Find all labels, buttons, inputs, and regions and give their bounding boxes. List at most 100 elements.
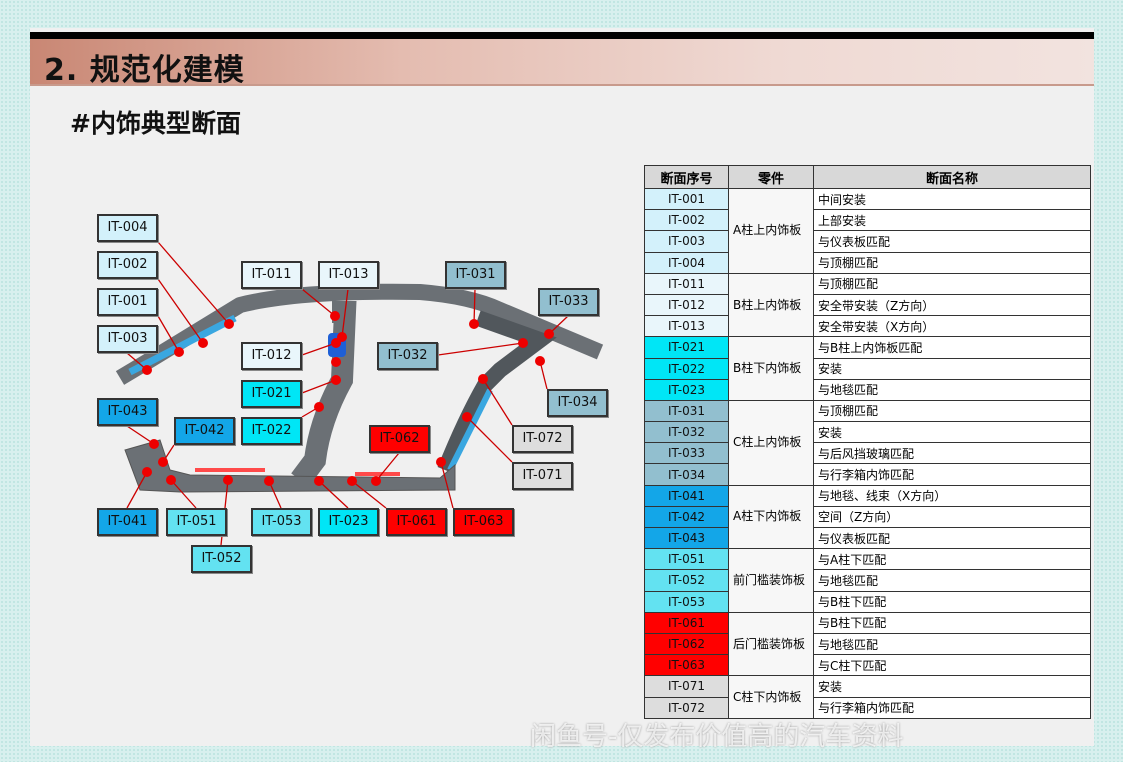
- section-name-cell: 与地毯匹配: [813, 378, 1091, 401]
- section-label-it-004: IT-004: [97, 214, 158, 242]
- section-name-cell: 与顶棚匹配: [813, 251, 1091, 274]
- part-cell: B柱下内饰板: [728, 336, 814, 401]
- section-name-cell: 空间（Z方向）: [813, 505, 1091, 529]
- section-id-cell: IT-001: [644, 187, 729, 211]
- section-id-cell: IT-011: [644, 272, 729, 295]
- part-cell: B柱上内饰板: [728, 272, 814, 338]
- leader-line: [482, 378, 513, 426]
- section-label-it-013: IT-013: [318, 261, 379, 289]
- section-marker-dot: [158, 457, 168, 467]
- title-banner: 2. 规范化建模: [30, 39, 1094, 88]
- section-marker-dot: [347, 476, 357, 486]
- leader-line: [126, 425, 155, 445]
- leader-line: [170, 479, 197, 509]
- section-label-it-033: IT-033: [538, 288, 599, 316]
- section-name-cell: 与仪表板匹配: [813, 230, 1091, 253]
- section-name-cell: 与仪表板匹配: [813, 526, 1091, 550]
- section-name-cell: 与C柱下匹配: [813, 654, 1091, 677]
- section-label-it-021: IT-021: [241, 380, 302, 408]
- leader-line: [318, 480, 349, 509]
- column-header: 断面序号: [644, 165, 729, 189]
- section-marker-dot: [518, 338, 528, 348]
- page-title: 2. 规范化建模: [44, 53, 245, 88]
- table-row: IT-032 安装: [644, 421, 1091, 444]
- c-pillar-lower-highlight: [447, 388, 493, 472]
- section-label-it-043: IT-043: [97, 398, 158, 426]
- section-marker-dot: [314, 476, 324, 486]
- section-label-it-061: IT-061: [386, 508, 447, 536]
- section-label-it-041: IT-041: [97, 508, 158, 536]
- section-id-cell: IT-051: [644, 548, 729, 571]
- leader-line: [157, 278, 204, 344]
- section-marker-dot: [478, 374, 488, 384]
- leader-line: [301, 342, 337, 356]
- leader-line: [440, 461, 454, 509]
- part-cell: C柱上内饰板: [728, 399, 814, 486]
- section-marker-dot: [330, 311, 340, 321]
- section-id-cell: IT-043: [644, 526, 729, 550]
- section-name-cell: 与行李箱内饰匹配: [813, 463, 1091, 486]
- leader-line: [375, 452, 400, 482]
- section-name-cell: 安装: [813, 421, 1091, 444]
- leader-line: [157, 241, 230, 325]
- part-cell: C柱下内饰板: [728, 675, 814, 719]
- section-label-it-062: IT-062: [369, 425, 430, 453]
- section-name-cell: 上部安装: [813, 209, 1091, 232]
- leader-line: [301, 379, 337, 394]
- section-marker-dot: [331, 357, 341, 367]
- section-marker-dot: [224, 319, 234, 329]
- section-marker-dot: [149, 439, 159, 449]
- table-row: IT-042 空间（Z方向）: [644, 505, 1091, 529]
- section-id-cell: IT-004: [644, 251, 729, 274]
- section-label-it-022: IT-022: [241, 417, 302, 445]
- section-subtitle: #内饰典型断面: [70, 109, 241, 138]
- section-marker-dot: [436, 457, 446, 467]
- part-cell: A柱下内饰板: [728, 484, 814, 550]
- section-id-cell: IT-072: [644, 696, 729, 719]
- section-name-cell: 安装: [813, 675, 1091, 698]
- section-id-cell: IT-032: [644, 421, 729, 444]
- section-name-cell: 中间安装: [813, 187, 1091, 211]
- section-marker-dot: [544, 329, 554, 339]
- part-cell: A柱上内饰板: [728, 188, 814, 274]
- section-label-it-053: IT-053: [251, 508, 312, 536]
- section-id-cell: IT-063: [644, 654, 729, 677]
- a-pillar-upper-highlight: [128, 314, 237, 376]
- title-top-rule: [30, 32, 1094, 39]
- leader-line: [126, 471, 148, 509]
- section-id-cell: IT-031: [644, 399, 729, 423]
- section-marker-dot: [142, 365, 152, 375]
- section-marker-dot: [142, 467, 152, 477]
- section-name-cell: 安装: [813, 357, 1091, 380]
- section-name-cell: 安全带安装（X方向）: [813, 315, 1091, 338]
- table-header-row: 断面序号零件断面名称: [644, 165, 1091, 189]
- section-id-cell: IT-071: [644, 675, 729, 698]
- section-id-cell: IT-042: [644, 505, 729, 529]
- section-name-cell: 与地毯匹配: [813, 569, 1091, 592]
- section-label-it-072: IT-072: [512, 425, 573, 453]
- section-marker-dot: [198, 338, 208, 348]
- roof-trim-shape: [115, 283, 604, 385]
- section-label-it-051: IT-051: [166, 508, 227, 536]
- section-id-cell: IT-002: [644, 209, 729, 232]
- section-name-cell: 安全带安装（Z方向）: [813, 293, 1091, 317]
- section-id-cell: IT-012: [644, 293, 729, 317]
- section-marker-dot: [469, 319, 479, 329]
- section-id-cell: IT-021: [644, 336, 729, 359]
- leader-line: [351, 480, 387, 509]
- section-marker-dot: [264, 476, 274, 486]
- section-marker-dot: [166, 475, 176, 485]
- table-row: IT-002 上部安装: [644, 209, 1091, 232]
